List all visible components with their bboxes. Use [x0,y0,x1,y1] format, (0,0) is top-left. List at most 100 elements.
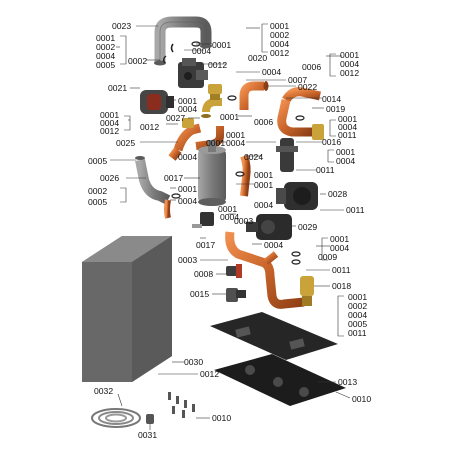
mounting-bracket-upper [210,312,338,360]
grey-pipe-bend-part [154,16,212,66]
label-0017: 0017 [164,173,183,183]
label-0006: 0006 [302,62,321,72]
label-0028: 0028 [328,189,347,199]
label-0022: 0022 [298,82,317,92]
label-0001c: 0001 [220,112,239,122]
label-topleft-1: 0002 [96,42,115,52]
copper-pipe-lower-long [225,231,305,309]
label-0015: 0015 [190,289,209,299]
label-0025: 0025 [116,138,135,148]
label-0001f: 0001 [178,184,197,194]
label-rightA-0: 0001 [340,50,359,60]
label-0008: 0008 [194,269,213,279]
label-0003: 0003 [234,216,253,226]
label-rightB-2: 0011 [338,130,357,140]
small-valve-part [226,288,246,302]
label-topleft-3: 0005 [96,60,115,70]
label-rightA-2: 0012 [340,68,359,78]
label-0017b: 0017 [196,240,215,250]
label-rightE-3: 0005 [348,319,367,329]
label-0010b: 0010 [212,413,231,423]
label-0004: 0004 [192,46,211,56]
label-rightA-1: 0004 [340,59,359,69]
label-0001g: 0001 [254,170,273,180]
label-0001i: 0001 [218,204,237,214]
label-0007: 0007 [288,75,307,85]
boiler-casing-part [82,236,172,382]
label-rightD-2: 0009 [318,252,337,262]
brass-elbow-part [201,98,222,118]
label-0010: 0010 [352,394,371,404]
label-0027: 0027 [166,113,185,123]
copper-pipe-left-lower [164,199,171,219]
part-labels: 0023 0001 0002 0004 0012 0001 0002 0004 … [88,21,371,440]
label-0012c: 0012 [200,369,219,379]
label-rightC-0: 0001 [336,147,355,157]
label-0001d: 0001 [206,138,225,148]
label-0019: 0019 [326,104,345,114]
label-rightB-0: 0001 [338,114,357,124]
label-0001e: 0001 [226,130,245,140]
label-rightB-1: 0004 [338,122,357,132]
cylindrical-vessel-part [198,140,226,206]
label-top1-3: 0012 [270,48,289,58]
label-0016: 0016 [322,137,341,147]
label-leftlow-0: 0002 [88,186,107,196]
coiled-hose-part [91,408,141,428]
valve-body-part [178,58,208,88]
label-0014: 0014 [322,94,341,104]
label-top1-1: 0002 [270,30,289,40]
label-top1-2: 0004 [270,39,289,49]
label-0001h: 0001 [254,180,273,190]
label-0032: 0032 [94,386,113,396]
label-0012: 0012 [208,60,227,70]
pump-motor-part [246,214,292,240]
brass-fitting-part [208,84,222,100]
label-0013: 0013 [338,377,357,387]
label-leftmid-2: 0012 [100,126,119,136]
label-rightD-1: 0004 [330,243,349,253]
mounting-bracket-lower [214,354,346,406]
label-0004i: 0004 [220,212,239,222]
label-0004g: 0004 [254,200,273,210]
label-rightE-2: 0004 [348,310,367,320]
valve-actuator-part [140,90,174,114]
label-topleft-2: 0004 [96,51,115,61]
label-0011b: 0011 [346,205,365,215]
grey-s-pipe-part [135,156,171,205]
label-0021: 0021 [108,83,127,93]
label-rightC-1: 0004 [336,156,355,166]
label-0004f: 0004 [178,196,197,206]
label-0018: 0018 [332,281,351,291]
label-0001b: 0001 [178,96,197,106]
label-0024: 0024 [244,152,263,162]
label-0030: 0030 [184,357,203,367]
leader-lines [110,25,351,430]
label-0005: 0005 [88,156,107,166]
label-0003b: 0003 [178,255,197,265]
label-0004b: 0004 [262,67,281,77]
label-0020: 0020 [248,53,267,63]
label-0023: 0023 [112,21,131,31]
small-sensor-part [192,212,214,228]
label-0011c: 0011 [332,265,351,275]
label-0004h: 0004 [264,240,283,250]
label-leftmid-0: 0001 [100,110,119,120]
label-rightE-1: 0002 [348,301,367,311]
label-0001: 0001 [212,40,231,50]
label-0004d: 0004 [178,152,197,162]
label-0004e: 0004 [226,138,245,148]
label-0012b: 0012 [140,122,159,132]
screws-set-part [168,392,195,418]
copper-pipe-upper-right [239,81,269,120]
label-rightE-0: 0001 [348,292,367,302]
label-rightD-0: 0001 [330,234,349,244]
label-0002: 0002 [128,56,147,66]
brass-fitting-lower [300,276,314,306]
group-brackets [120,23,344,337]
label-0006b: 0006 [254,117,273,127]
copper-elbow-mid [240,154,251,197]
plug-part [146,414,154,424]
label-0031: 0031 [138,430,157,440]
seal-rings-group [171,95,305,265]
